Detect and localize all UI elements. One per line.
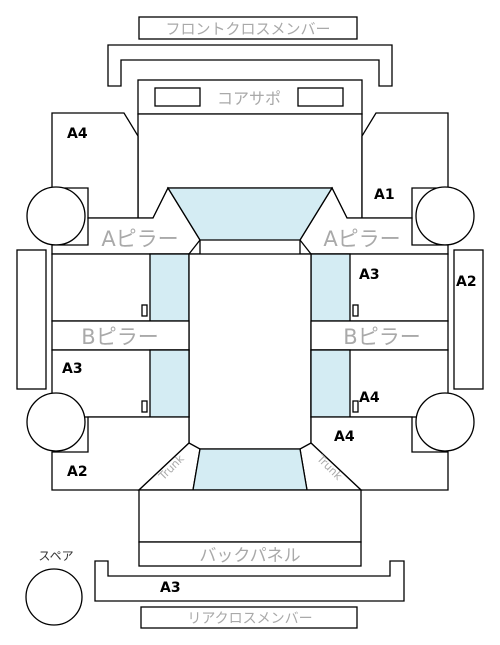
spare-tire xyxy=(25,568,83,626)
front-bumper-bracket xyxy=(107,44,393,87)
trunk-lid xyxy=(138,489,362,543)
a-pillar-right-label: Aピラー xyxy=(323,227,400,251)
roof-front-left-seam xyxy=(188,239,201,255)
rear-left-window xyxy=(149,349,190,418)
rear-window-glass xyxy=(192,448,308,491)
headlight-left xyxy=(154,87,201,107)
front-right-door-handle xyxy=(352,304,359,317)
grade-right-quarter: A4 xyxy=(334,429,355,445)
front-cross-member-label: フロントクロスメンバー xyxy=(165,20,330,38)
front-left-door-handle xyxy=(141,304,148,317)
rear-right-door-handle xyxy=(352,400,359,413)
rear-left-quarter xyxy=(51,416,190,491)
roof-panel xyxy=(188,253,312,450)
front-right-window xyxy=(310,253,351,322)
grade-rear-cross-member: A3 xyxy=(160,580,181,596)
front-left-window xyxy=(149,253,190,322)
b-pillar-right xyxy=(310,320,449,351)
back-panel-box xyxy=(138,541,362,567)
rear-cross-member-box xyxy=(140,606,358,629)
rear-cross-member-label: リアクロスメンバー xyxy=(187,611,312,627)
grade-right-rear-door: A4 xyxy=(359,390,380,406)
front-cross-member-box xyxy=(138,16,358,40)
back-panel-label: バックパネル xyxy=(199,546,300,566)
grade-right-front-door: A3 xyxy=(359,267,380,283)
b-pillar-left xyxy=(51,320,190,351)
left-side-sill xyxy=(16,249,47,390)
rear-bumper-bracket xyxy=(94,560,405,602)
roof-front-right-seam xyxy=(299,239,312,255)
grade-right-side-sill: A2 xyxy=(456,274,477,290)
rear-right-window xyxy=(310,349,351,418)
b-pillar-right-label: Bピラー xyxy=(343,325,420,349)
right-side-sill xyxy=(453,249,484,390)
headlight-right xyxy=(297,87,344,107)
rear-right-quarter xyxy=(310,416,449,491)
grade-left-quarter: A2 xyxy=(67,464,88,480)
front-left-wheel xyxy=(26,186,86,246)
b-pillar-left-label: Bピラー xyxy=(81,325,158,349)
grade-front-right-fender: A1 xyxy=(374,187,395,203)
rear-left-wheel xyxy=(26,392,86,452)
front-right-wheel xyxy=(415,186,475,246)
core-support-label: コアサポ xyxy=(217,89,281,108)
rear-right-wheel xyxy=(415,392,475,452)
grade-left-rear-door: A3 xyxy=(62,361,83,377)
a-pillar-left-label: Aピラー xyxy=(101,227,178,251)
spare-label: スペア xyxy=(38,549,73,563)
rear-left-door-handle xyxy=(141,400,148,413)
grade-front-left-fender: A4 xyxy=(67,126,88,142)
